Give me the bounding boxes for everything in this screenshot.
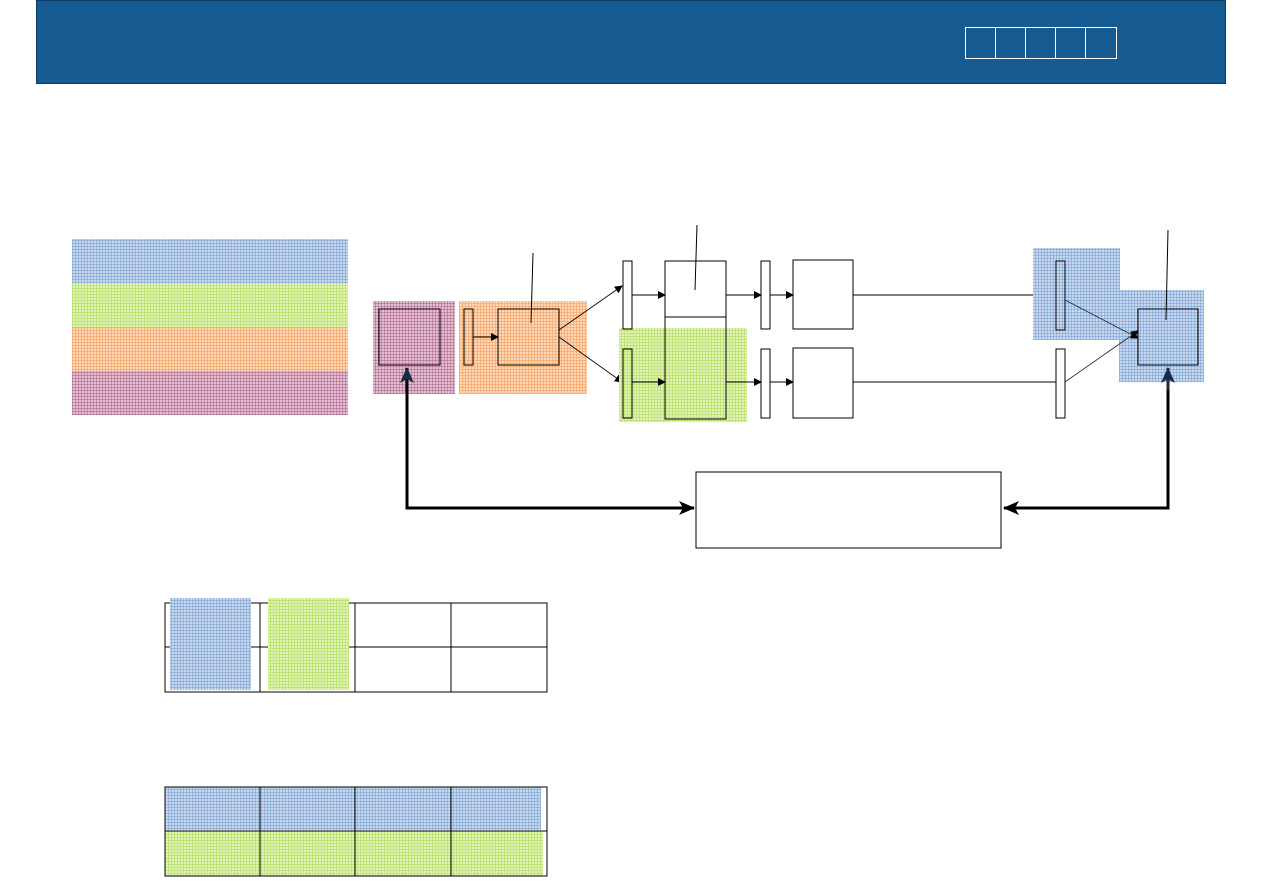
source-block[interactable] <box>378 308 441 366</box>
arrow-split-upper <box>558 285 623 331</box>
header-bar <box>36 0 1226 84</box>
legend-orange-swatch <box>72 327 348 371</box>
lower-process-block[interactable] <box>664 316 727 420</box>
sink-callout-line <box>1165 229 1169 321</box>
orange-region <box>459 301 587 394</box>
upper-bar-2[interactable] <box>760 260 771 330</box>
table-bottom-blue-row <box>165 787 541 830</box>
blue-region-lower <box>1119 290 1204 382</box>
arrow-split-lower <box>558 336 623 383</box>
pager-box-5[interactable] <box>1086 28 1116 58</box>
table-bottom-green-row <box>165 831 543 876</box>
lower-output-block[interactable] <box>792 347 854 419</box>
blue-region-upper <box>1033 248 1120 340</box>
pager-box-1[interactable] <box>966 28 996 58</box>
green-region <box>619 328 747 422</box>
encoder-callout-line <box>530 252 534 324</box>
upper-input-bar[interactable] <box>622 260 633 330</box>
table-top <box>164 598 548 693</box>
feedback-arrow-right-to-controller <box>1003 380 1170 515</box>
table-top-green-column <box>268 598 349 690</box>
receiver-upper-bar[interactable] <box>1055 260 1066 331</box>
table-bottom <box>164 786 548 877</box>
pager-box-4[interactable] <box>1056 28 1086 58</box>
arrow-receiver-lower-merge <box>1064 330 1139 383</box>
arrow-receiver-upper-merge <box>1064 299 1139 339</box>
lower-input-bar[interactable] <box>622 348 633 419</box>
upper-output-block[interactable] <box>792 259 854 330</box>
feedback-arrow-left-to-controller <box>405 380 695 515</box>
pager-box-2[interactable] <box>996 28 1026 58</box>
pager-box-3[interactable] <box>1026 28 1056 58</box>
legend <box>72 239 348 415</box>
legend-green-swatch <box>72 283 348 327</box>
pager <box>965 27 1117 59</box>
legend-purple-swatch <box>72 371 348 415</box>
sink-block[interactable] <box>1137 308 1199 366</box>
process-callout-line <box>694 224 698 291</box>
receiver-lower-bar[interactable] <box>1055 348 1066 419</box>
lower-bar-2[interactable] <box>760 348 771 419</box>
controller-box[interactable] <box>695 471 1002 549</box>
legend-blue-swatch <box>72 239 348 283</box>
table-top-blue-column <box>170 598 251 690</box>
purple-region <box>373 301 455 394</box>
